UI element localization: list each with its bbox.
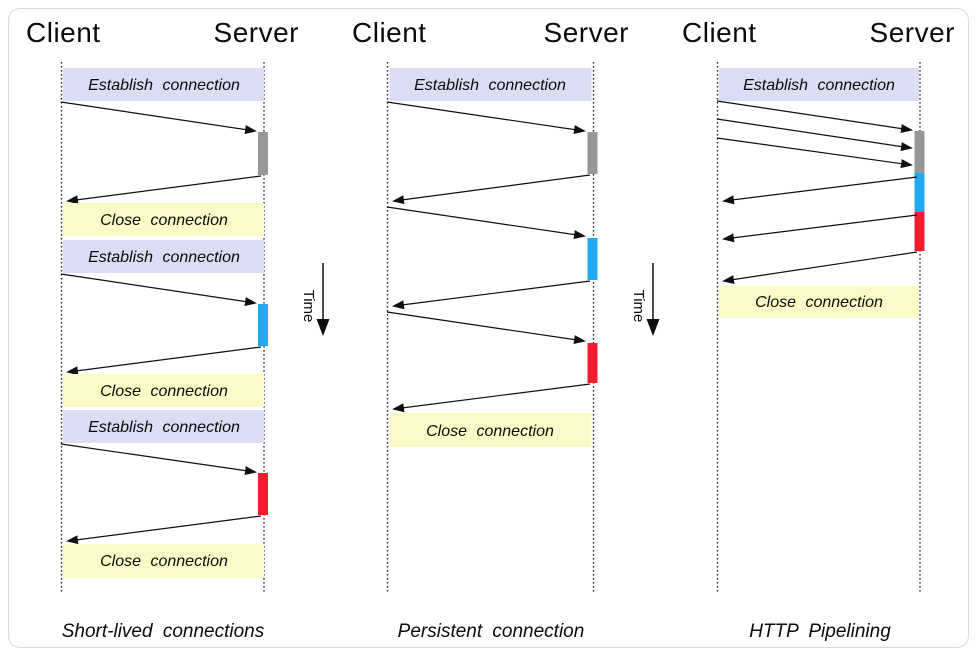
establish-connection-label: Establish connection — [88, 249, 240, 266]
establish-connection-label: Establish connection — [88, 77, 240, 94]
request-arrow — [386, 206, 586, 239]
server-processing-bar-gray — [258, 132, 268, 175]
request-arrow — [60, 101, 257, 134]
response-arrow — [66, 515, 262, 545]
client-label: Client — [352, 17, 427, 48]
server-label: Server — [214, 17, 299, 48]
server-label: Server — [870, 17, 955, 48]
response-arrow — [722, 251, 918, 284]
pipelined-request-arrow — [716, 100, 913, 133]
request-arrow — [60, 273, 257, 306]
panel-short-lived: Client Server Establish connection Close… — [26, 17, 299, 642]
client-label: Client — [26, 17, 101, 48]
response-arrow — [392, 280, 591, 310]
pipelined-request-arrow — [716, 118, 913, 151]
server-processing-bar-red — [587, 343, 598, 383]
pipelined-request-arrow — [716, 137, 913, 169]
response-arrow — [722, 176, 918, 205]
server-processing-bar-blue — [914, 173, 925, 212]
server-label: Server — [544, 17, 629, 48]
close-connection-box — [63, 203, 264, 236]
establish-connection-label: Establish connection — [414, 77, 566, 94]
server-processing-bar-gray — [587, 132, 598, 174]
close-connection-label: Close connection — [755, 294, 883, 311]
time-arrow: Time — [630, 263, 660, 336]
server-processing-bar-blue — [258, 304, 268, 346]
response-arrow — [392, 174, 591, 205]
establish-connection-box — [63, 240, 264, 273]
panel-title: Short-lived connections — [62, 621, 265, 642]
client-label: Client — [682, 17, 757, 48]
server-processing-bar-red — [914, 212, 925, 251]
close-connection-label: Close connection — [100, 553, 228, 570]
server-processing-bar-red — [258, 473, 268, 515]
close-connection-box — [63, 374, 264, 407]
establish-connection-label: Establish connection — [88, 419, 240, 436]
establish-connection-box — [389, 68, 592, 101]
close-connection-box — [63, 544, 264, 578]
request-arrow — [386, 101, 586, 134]
panel-title: Persistent connection — [398, 621, 585, 642]
panel-persistent: Client Server Establish connection Close… — [352, 17, 629, 642]
establish-connection-box — [63, 68, 264, 101]
response-arrow — [66, 175, 262, 205]
close-connection-label: Close connection — [100, 383, 228, 400]
establish-connection-box — [63, 410, 264, 443]
establish-connection-label: Establish connection — [743, 77, 895, 94]
server-processing-bar-gray — [914, 131, 925, 173]
time-label: Time — [630, 290, 647, 323]
request-arrow — [60, 443, 257, 476]
response-arrow — [392, 383, 591, 413]
response-arrow — [66, 346, 262, 376]
panel-pipelining: Client Server Establish connection Close… — [682, 17, 955, 642]
response-arrow — [722, 214, 918, 243]
close-connection-label: Close connection — [100, 212, 228, 229]
time-arrow: Time — [300, 263, 330, 336]
close-connection-box — [389, 413, 592, 447]
close-connection-label: Close connection — [426, 423, 554, 440]
server-processing-bar-blue — [587, 238, 598, 280]
establish-connection-box — [719, 68, 919, 101]
time-label: Time — [300, 290, 317, 323]
panel-title: HTTP Pipelining — [749, 621, 891, 642]
close-connection-box — [719, 286, 919, 318]
request-arrow — [386, 311, 586, 344]
